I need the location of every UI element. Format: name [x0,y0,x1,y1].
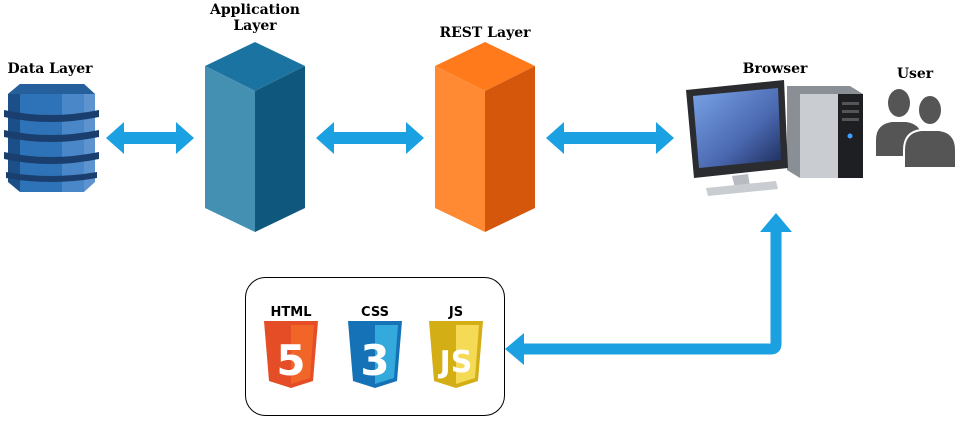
html5-icon: HTML 5 [264,305,318,388]
svg-text:JS: JS [448,305,463,320]
arrow-data-to-application [106,122,194,154]
data-layer-label: Data Layer [7,61,93,77]
browser-label: Browser [742,61,808,77]
svg-text:5: 5 [276,336,305,385]
users-icon [876,89,957,169]
arrow-rest-to-browser [546,122,674,154]
svg-text:CSS: CSS [361,305,389,320]
application-layer-label-line2: Layer [233,18,277,34]
css3-icon: CSS 3 [348,305,402,388]
application-layer-column [205,42,305,232]
database-icon [4,84,99,192]
svg-text:HTML: HTML [271,305,312,320]
user-label: User [896,66,934,82]
application-layer-label-line1: Application [210,2,300,18]
svg-text:JS: JS [438,345,473,380]
arrow-application-to-rest [316,122,424,154]
rest-layer-label: REST Layer [439,25,531,41]
javascript-icon: JS JS [429,305,483,388]
desktop-computer-icon [686,80,863,196]
svg-text:3: 3 [360,336,389,385]
rest-layer-column [435,42,535,232]
arrow-browser-to-frontend [505,213,792,365]
